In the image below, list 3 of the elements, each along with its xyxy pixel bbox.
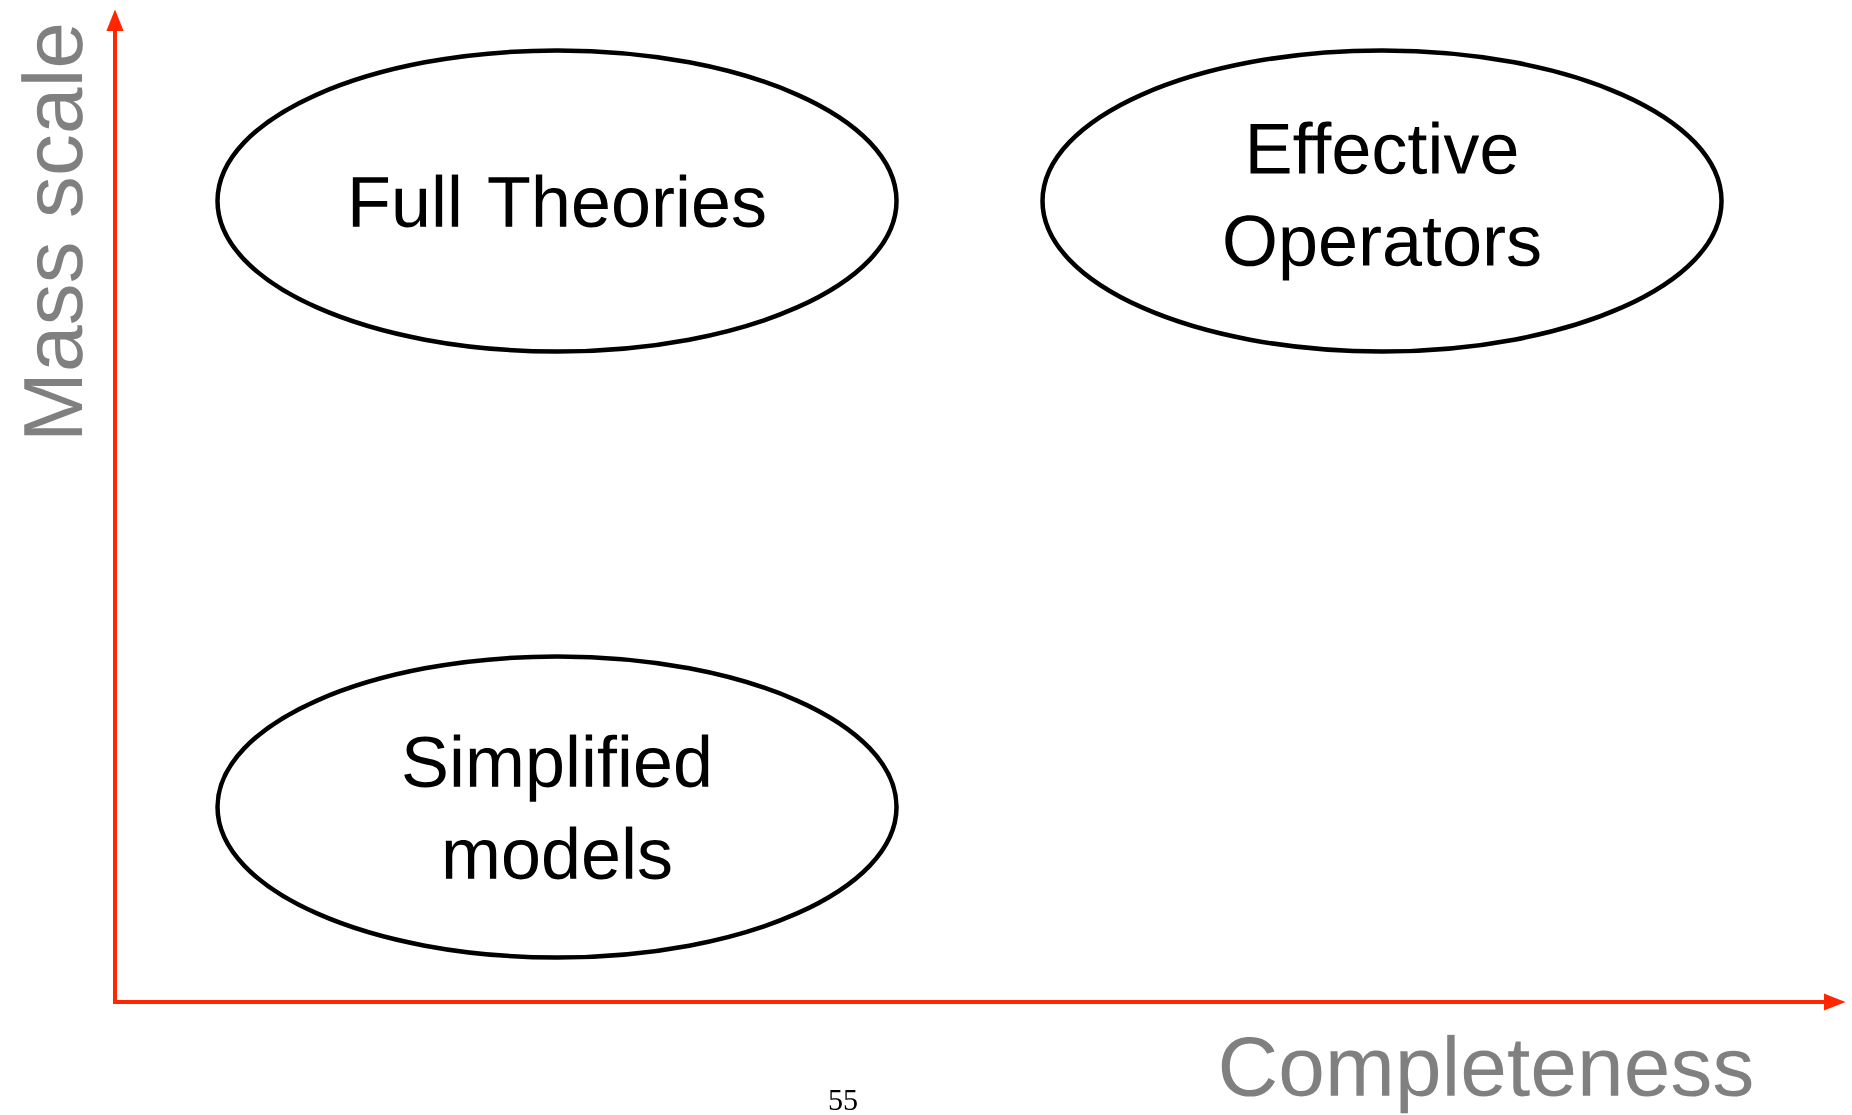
page-number: 55: [829, 1090, 857, 1110]
axis-label: Completeness: [1221, 1034, 1752, 1114]
axis-label: Mass scale: [21, 25, 83, 436]
